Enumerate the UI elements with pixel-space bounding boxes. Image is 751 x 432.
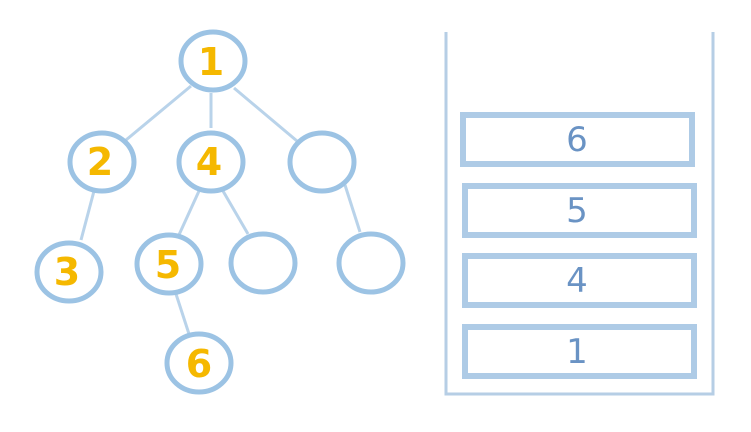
stack-label: 5 — [566, 191, 588, 231]
stack-item-2: 5 — [462, 183, 697, 238]
stack-box — [462, 183, 697, 238]
tree-edges — [79, 84, 362, 335]
stack-label: 6 — [566, 120, 588, 160]
edge-2-3 — [79, 190, 96, 241]
edge-1-2 — [125, 84, 192, 142]
tree-node-empty-far-right — [336, 231, 406, 295]
node-circle — [67, 130, 137, 194]
node-circle — [134, 232, 204, 296]
node-label-1: 1 — [198, 40, 224, 84]
tree-node-5: 5 — [134, 232, 204, 296]
stack-label: 1 — [566, 332, 588, 372]
edge-4-empty — [221, 190, 250, 235]
node-circle — [336, 231, 406, 295]
stack-item-top: 6 — [460, 112, 695, 167]
stack-container — [444, 32, 715, 396]
node-circle — [287, 130, 357, 194]
edge-empty-right-child — [343, 184, 362, 233]
tree-node-1: 1 — [178, 29, 248, 93]
stack-label: 4 — [566, 261, 588, 301]
tree-node-empty-middle — [228, 231, 298, 295]
edge-5-6 — [174, 293, 191, 335]
tree-node-3: 3 — [34, 240, 104, 304]
node-label-3: 3 — [54, 250, 80, 294]
edge-1-empty-right — [233, 86, 298, 143]
node-circle — [164, 331, 234, 395]
node-circle — [178, 29, 248, 93]
node-label-5: 5 — [155, 243, 181, 287]
stack-box — [462, 253, 697, 308]
tree-nodes: 1 2 4 3 5 6 — [34, 29, 406, 395]
tree-node-2: 2 — [67, 130, 137, 194]
node-label-2: 2 — [87, 140, 113, 184]
tree-node-6: 6 — [164, 331, 234, 395]
stack-box — [462, 324, 697, 379]
node-label-4: 4 — [196, 140, 222, 184]
tree-node-empty-right — [287, 130, 357, 194]
edge-4-5 — [176, 190, 201, 238]
stack-box — [460, 112, 695, 167]
stack: 6 5 4 1 — [444, 32, 715, 396]
node-circle — [34, 240, 104, 304]
node-circle — [228, 231, 298, 295]
stack-item-bottom: 1 — [462, 324, 697, 379]
node-circle — [176, 130, 246, 194]
stack-item-3: 4 — [462, 253, 697, 308]
tree-node-4: 4 — [176, 130, 246, 194]
node-label-6: 6 — [186, 342, 212, 386]
